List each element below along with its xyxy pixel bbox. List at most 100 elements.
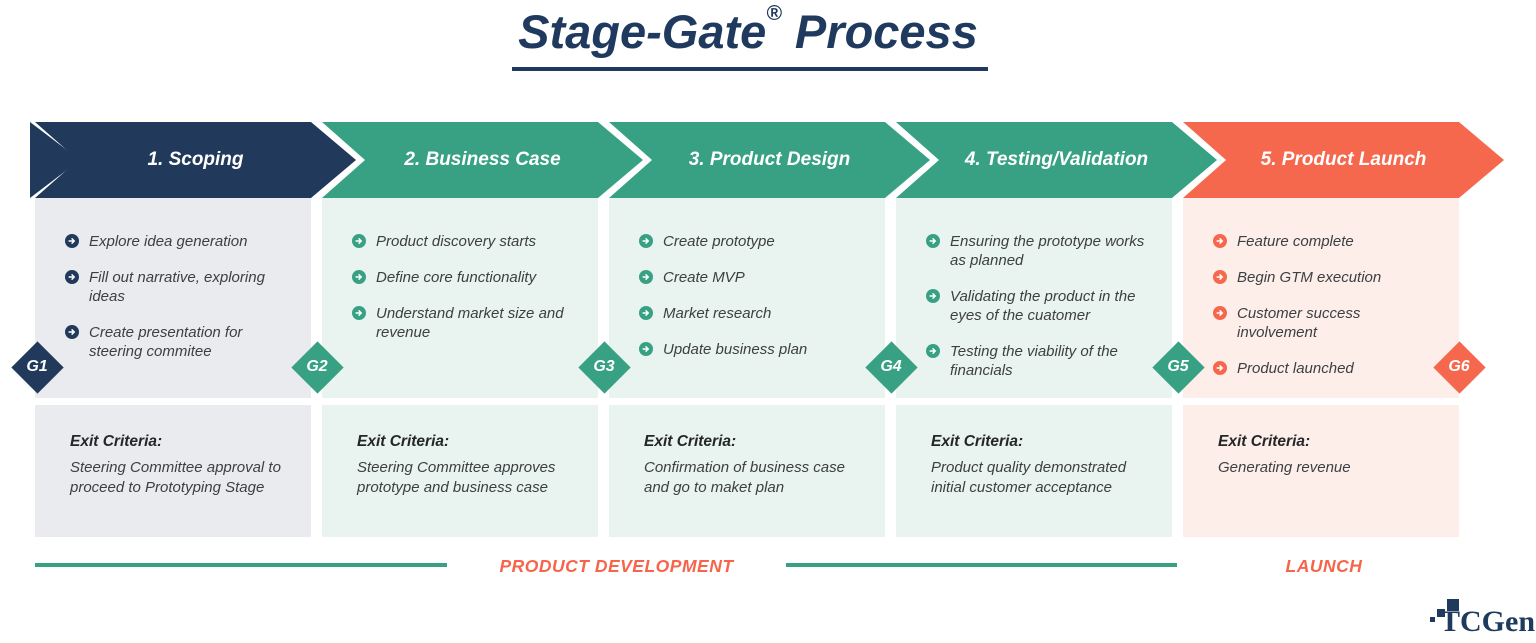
exit-criteria-text: Product quality demonstrated initial cus… bbox=[931, 459, 1127, 496]
stage-banner-arrow bbox=[322, 122, 643, 198]
stage-title: 5. Product Launch bbox=[1260, 149, 1427, 170]
registered-mark: ® bbox=[766, 2, 782, 25]
arrow-bullet-icon bbox=[639, 234, 653, 248]
product-development-label: PRODUCT DEVELOPMENT bbox=[447, 549, 786, 595]
stage-bullet-item: Market research bbox=[639, 304, 867, 323]
stage-bullet-item: Testing the viability of the financials bbox=[926, 342, 1154, 380]
stage-column-5: 5. Product Launch Feature complete Begin… bbox=[1183, 122, 1504, 552]
exit-criteria-heading: Exit Criteria: bbox=[70, 433, 163, 450]
exit-criteria-heading: Exit Criteria: bbox=[931, 433, 1024, 450]
stage-bullet-item: Create prototype bbox=[639, 232, 867, 251]
arrow-bullet-icon bbox=[1213, 234, 1227, 248]
stage-bullet-item: Define core functionality bbox=[352, 268, 580, 287]
exit-criteria-heading: Exit Criteria: bbox=[1218, 433, 1311, 450]
stage-title: 4. Testing/Validation bbox=[964, 149, 1149, 170]
gate-label: G2 bbox=[306, 358, 328, 375]
bullet-text: Feature complete bbox=[1237, 233, 1354, 250]
logo-square-large bbox=[1447, 599, 1459, 611]
gate-label: G6 bbox=[1448, 358, 1470, 375]
gate-g3: G3 bbox=[577, 340, 631, 394]
gate-label: G1 bbox=[26, 358, 48, 375]
arrow-bullet-icon bbox=[926, 289, 940, 304]
bullet-text: Define core functionality bbox=[376, 269, 537, 287]
stage-bullet-item: Feature complete bbox=[1213, 232, 1441, 251]
stage-bullet-item: Begin GTM execution bbox=[1213, 268, 1441, 287]
stage-activities-panel: Feature complete Begin GTM execution Cus… bbox=[1183, 198, 1459, 398]
gate-g5: G5 bbox=[1151, 340, 1205, 394]
stage-bullet-item: Explore idea generation bbox=[65, 232, 293, 251]
stage-bullet-item: Ensuring the prototype works as planned bbox=[926, 232, 1154, 270]
arrow-bullet-icon bbox=[65, 270, 79, 285]
exit-criteria-heading: Exit Criteria: bbox=[357, 433, 450, 450]
stage-bullet-item: Product launched bbox=[1213, 359, 1441, 378]
stage-bullet-item: Fill out narrative, exploring ideas bbox=[65, 268, 293, 306]
gate-g1: G1 bbox=[10, 340, 64, 394]
bullet-text: Update business plan bbox=[663, 341, 808, 359]
stage-bullet-item: Create presentation for steering commite… bbox=[65, 323, 293, 361]
bullet-text: Product discovery starts bbox=[376, 233, 537, 250]
arrow-bullet-icon bbox=[352, 306, 366, 321]
arrow-bullet-icon bbox=[1213, 306, 1227, 321]
bullet-text: Ensuring the prototype works as planned bbox=[950, 233, 1145, 270]
stage-exit-panel: Exit Criteria: Generating revenue bbox=[1183, 405, 1459, 537]
arrow-bullet-icon bbox=[65, 234, 79, 248]
page-title: Stage-Gate® Process bbox=[0, 2, 1496, 59]
gate-g4: G4 bbox=[864, 340, 918, 394]
stage-exit-panel: Exit Criteria: Steering Committee approv… bbox=[322, 405, 598, 537]
bullet-text: Validating the product in the eyes of th… bbox=[950, 288, 1136, 325]
title-underline bbox=[512, 67, 988, 71]
stage-column-2: 2. Business Case Product discovery start… bbox=[322, 122, 643, 552]
leading-chevron bbox=[30, 122, 80, 198]
stage-exit-panel: Exit Criteria: Product quality demonstra… bbox=[896, 405, 1172, 537]
bullet-text: Explore idea generation bbox=[89, 233, 248, 250]
bullet-text: Market research bbox=[663, 305, 772, 323]
stage-bullet-item: Create MVP bbox=[639, 268, 867, 287]
gate-label: G4 bbox=[880, 358, 902, 375]
arrow-bullet-icon bbox=[926, 344, 940, 359]
stage-banner-arrow bbox=[1183, 122, 1504, 198]
tcgen-logo: TCGen bbox=[1440, 605, 1536, 638]
exit-criteria-text: Generating revenue bbox=[1218, 459, 1351, 476]
stage-column-4: 4. Testing/Validation Ensuring the proto… bbox=[896, 122, 1217, 552]
title-tail: Process bbox=[781, 5, 978, 58]
exit-criteria-text: Steering Committee approval to proceed t… bbox=[70, 459, 281, 496]
arrow-bullet-icon bbox=[1213, 270, 1227, 285]
arrow-bullet-icon bbox=[926, 234, 940, 248]
arrow-bullet-icon bbox=[352, 234, 366, 248]
gate-g2: G2 bbox=[290, 340, 344, 394]
stage-banner-arrow bbox=[30, 122, 356, 198]
stage-activities-panel: Ensuring the prototype works as planned … bbox=[896, 198, 1172, 398]
exit-criteria-text: Steering Committee approves prototype an… bbox=[357, 459, 556, 496]
stage-banner-arrow bbox=[896, 122, 1217, 198]
arrow-bullet-icon bbox=[1213, 361, 1227, 376]
stage-column-3: 3. Product Design Create prototype Creat… bbox=[609, 122, 930, 552]
stage-column-1: 1. Scoping Explore idea generation Fill … bbox=[30, 122, 356, 552]
arrow-bullet-icon bbox=[639, 270, 653, 285]
stage-activities-panel: Product discovery starts Define core fun… bbox=[322, 198, 598, 398]
launch-label: LAUNCH bbox=[1285, 556, 1363, 576]
bullet-text: Customer success involvement bbox=[1237, 305, 1361, 342]
stage-bullet-item: Product discovery starts bbox=[352, 232, 580, 251]
stage-title: 2. Business Case bbox=[404, 149, 561, 170]
stage-title: 1. Scoping bbox=[147, 149, 244, 170]
bullet-text: Fill out narrative, exploring ideas bbox=[89, 269, 265, 306]
arrow-bullet-icon bbox=[639, 306, 653, 321]
stage-activities-panel: Create prototype Create MVP Market resea… bbox=[609, 198, 885, 398]
exit-criteria-heading: Exit Criteria: bbox=[644, 433, 737, 450]
logo-square-medium bbox=[1437, 609, 1445, 617]
stage-exit-panel: Exit Criteria: Confirmation of business … bbox=[609, 405, 885, 537]
arrow-bullet-icon bbox=[639, 342, 653, 357]
exit-criteria-text: Confirmation of business case and go to … bbox=[644, 459, 845, 496]
bullet-text: Create MVP bbox=[663, 269, 745, 287]
arrow-bullet-icon bbox=[352, 270, 366, 285]
stage-bullet-item: Understand market size and revenue bbox=[352, 304, 580, 342]
bullet-text: Create presentation for steering commite… bbox=[89, 324, 243, 361]
arrow-bullet-icon bbox=[65, 325, 79, 340]
bullet-text: Create prototype bbox=[663, 233, 775, 250]
gate-label: G3 bbox=[593, 358, 615, 375]
bullet-text: Understand market size and revenue bbox=[376, 305, 564, 342]
gate-label: G5 bbox=[1167, 358, 1189, 375]
stage-title: 3. Product Design bbox=[688, 149, 851, 170]
timeline-line-left bbox=[35, 563, 447, 567]
